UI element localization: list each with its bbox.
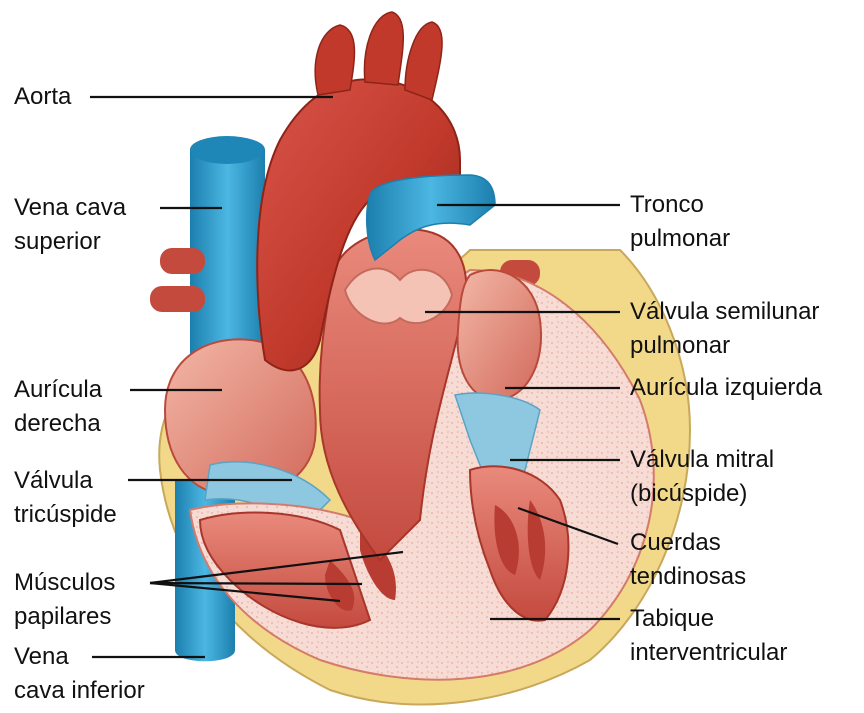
- aorta-branch: [405, 22, 442, 100]
- label-valvula-mitral-line1: Válvula mitral: [630, 443, 774, 477]
- label-vena-cava-superior-line1: Vena cava: [14, 191, 126, 225]
- label-tronco-pulmonar-line1: Tronco: [630, 188, 730, 222]
- label-vena-cava-superior: Vena cava superior: [14, 191, 126, 259]
- label-cuerdas-tendinosas-line1: Cuerdas: [630, 526, 746, 560]
- label-valvula-semilunar-pulmonar: Válvula semilunar pulmonar: [630, 295, 819, 363]
- label-tabique-interventricular-line1: Tabique: [630, 602, 787, 636]
- label-musculos-papilares: Músculos papilares: [14, 566, 115, 634]
- label-auricula-derecha: Aurícula derecha: [14, 373, 102, 441]
- label-tabique-interventricular-line2: interventricular: [630, 636, 787, 670]
- label-valvula-tricuspide-line2: tricúspide: [14, 498, 117, 532]
- superior-vena-cava-opening: [190, 136, 264, 164]
- label-vena-cava-superior-line2: superior: [14, 225, 126, 259]
- label-valvula-tricuspide-line1: Válvula: [14, 464, 117, 498]
- label-tabique-interventricular: Tabique interventricular: [630, 602, 787, 670]
- label-vena-cava-inferior: Vena cava inferior: [14, 640, 145, 708]
- label-auricula-izquierda-line1: Aurícula izquierda: [630, 371, 822, 405]
- label-valvula-semilunar-pulmonar-line1: Válvula semilunar: [630, 295, 819, 329]
- label-cuerdas-tendinosas-line2: tendinosas: [630, 560, 746, 594]
- label-aorta-line1: Aorta: [14, 80, 71, 114]
- aorta-branch: [364, 12, 403, 85]
- label-tronco-pulmonar: Tronco pulmonar: [630, 188, 730, 256]
- pulmonary-vein-stub: [150, 286, 205, 312]
- label-auricula-derecha-line2: derecha: [14, 407, 102, 441]
- aorta-branch: [315, 25, 354, 95]
- label-auricula-izquierda: Aurícula izquierda: [630, 371, 822, 405]
- label-vena-cava-inferior-line1: Vena: [14, 640, 145, 674]
- label-valvula-tricuspide: Válvula tricúspide: [14, 464, 117, 532]
- label-tronco-pulmonar-line2: pulmonar: [630, 222, 730, 256]
- label-valvula-mitral-line2: (bicúspide): [630, 477, 774, 511]
- pulmonary-vein-stub: [160, 248, 205, 274]
- label-auricula-derecha-line1: Aurícula: [14, 373, 102, 407]
- leader-line-musculos-papilares-2: [150, 583, 362, 584]
- label-vena-cava-inferior-line2: cava inferior: [14, 674, 145, 708]
- label-aorta: Aorta: [14, 80, 71, 114]
- label-cuerdas-tendinosas: Cuerdas tendinosas: [630, 526, 746, 594]
- label-musculos-papilares-line2: papilares: [14, 600, 115, 634]
- left-atrium-shape: [458, 270, 541, 400]
- label-valvula-mitral: Válvula mitral (bicúspide): [630, 443, 774, 511]
- label-musculos-papilares-line1: Músculos: [14, 566, 115, 600]
- label-valvula-semilunar-pulmonar-line2: pulmonar: [630, 329, 819, 363]
